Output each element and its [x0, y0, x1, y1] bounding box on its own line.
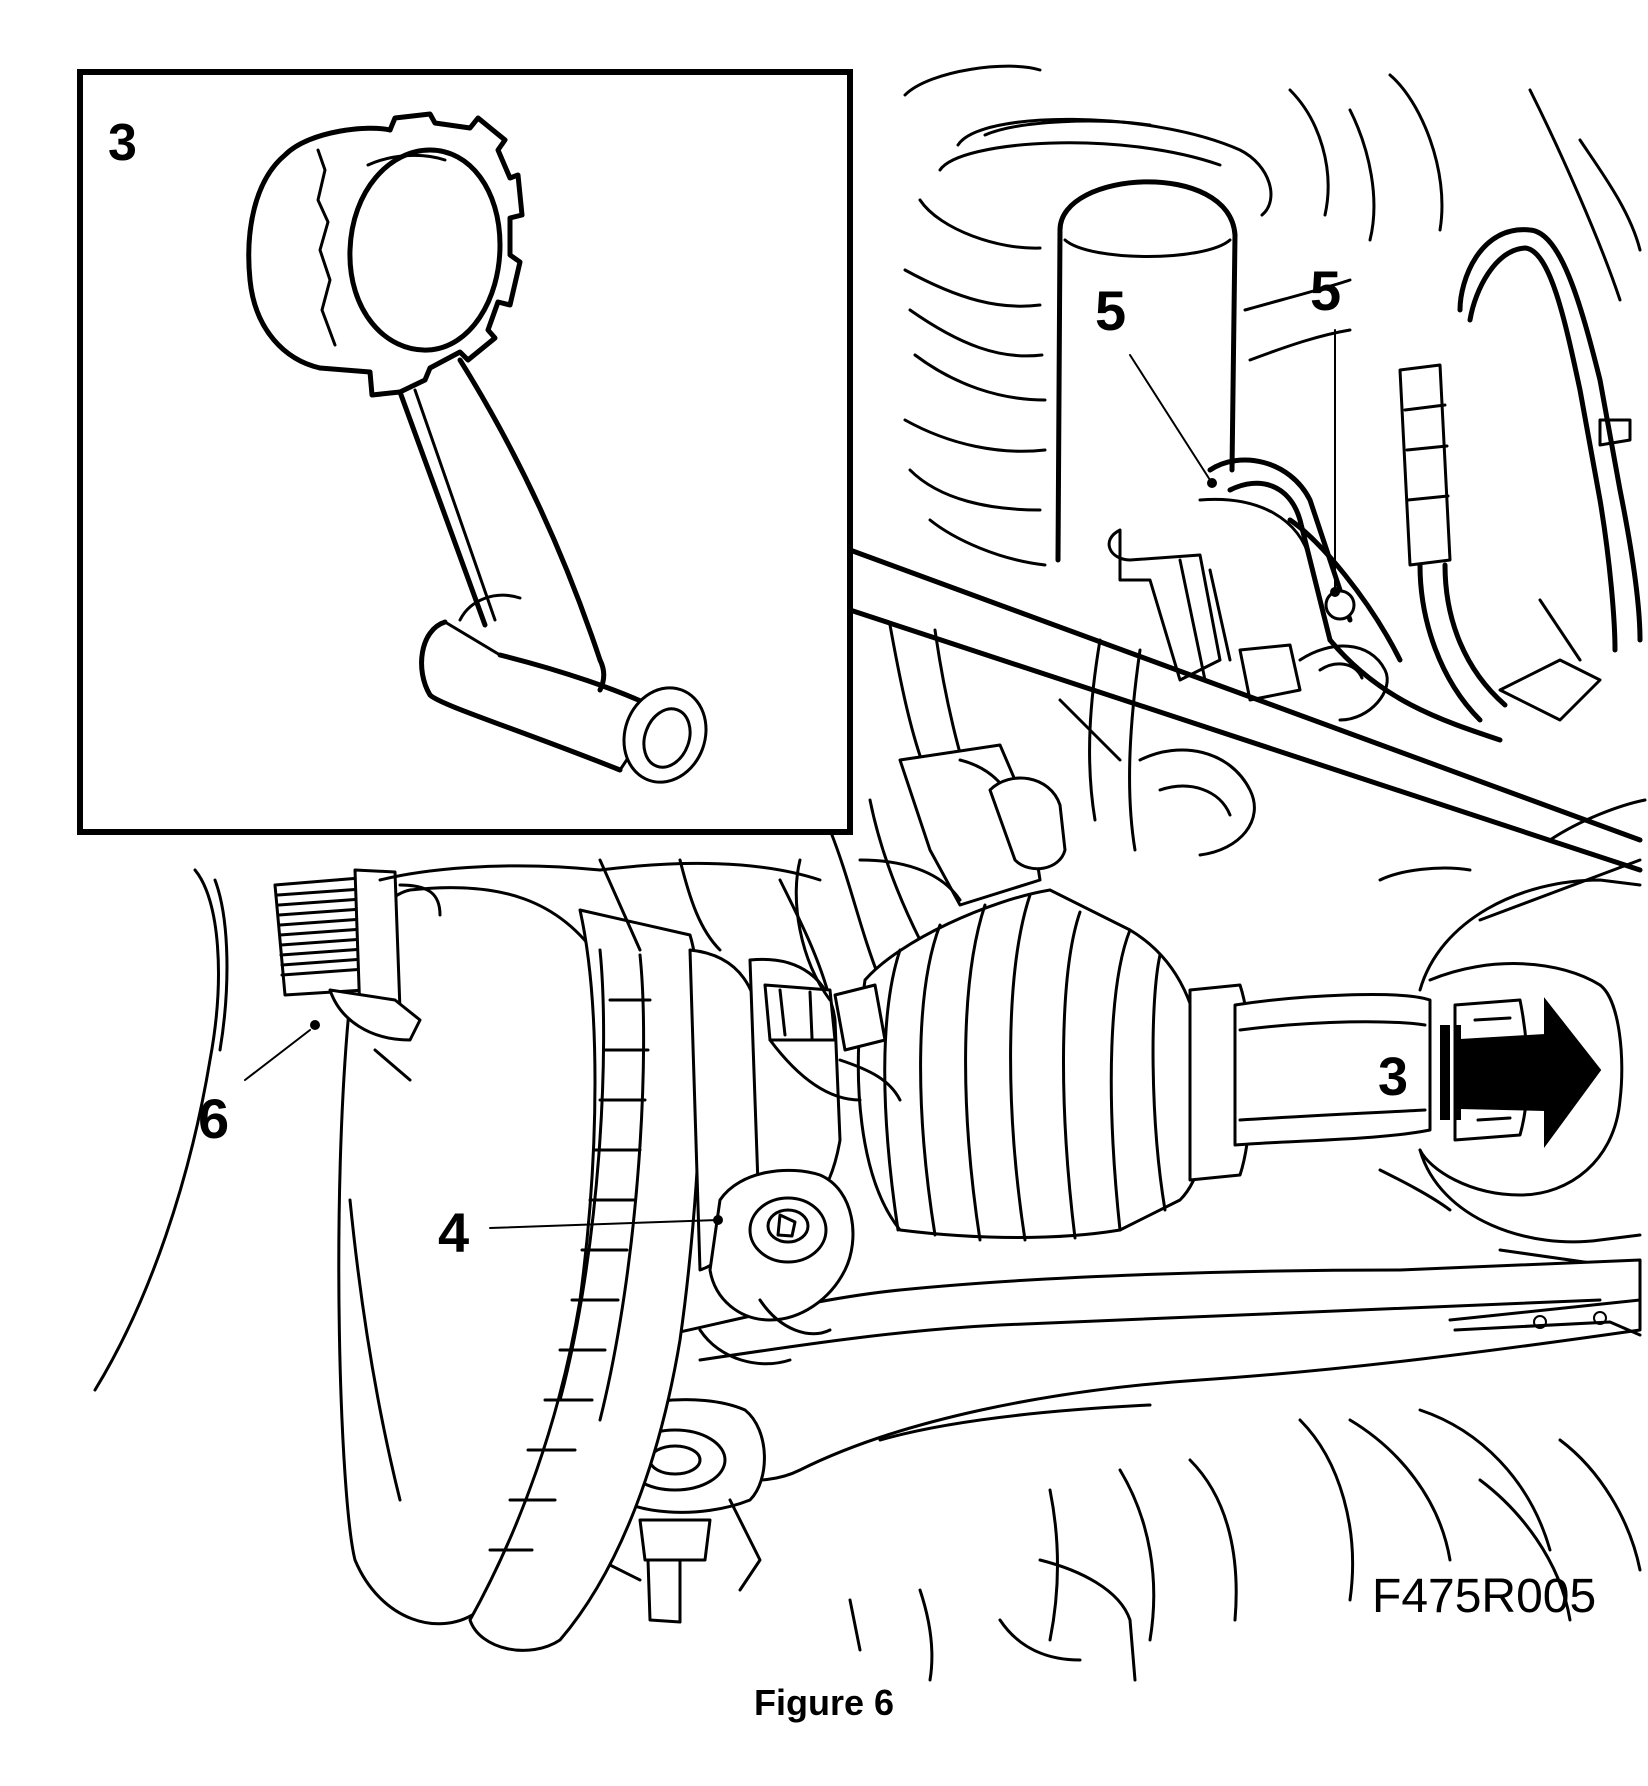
balljoint-wrench-overlay: 3 — [1378, 997, 1602, 1149]
inset-panel: 3 — [77, 69, 853, 835]
callout-leaders — [244, 329, 1340, 1229]
inset-tool-callout: 3 — [108, 114, 137, 172]
spring-coils — [903, 198, 1352, 567]
knuckle-outline — [93, 858, 962, 1392]
inset-connector-lines — [847, 547, 1643, 873]
suspension-assembly — [93, 64, 1647, 1682]
strut-bracket — [1107, 497, 1389, 722]
strut-bolt-head — [1324, 589, 1356, 621]
cv-boot — [856, 888, 1253, 1242]
bolt-right-callout: 5 — [1310, 259, 1341, 322]
inset-frame — [77, 69, 853, 835]
pull-direction-arrow — [1459, 997, 1602, 1149]
shaft-threaded-end — [273, 868, 442, 1042]
steering-knuckle — [778, 623, 1256, 1002]
balljoint-tool-drawing — [246, 111, 708, 784]
brake-lines — [1207, 227, 1643, 743]
strut-tube — [903, 64, 1642, 563]
brake-disc — [337, 886, 703, 1652]
wrench-callout: 3 — [1378, 1047, 1408, 1107]
hub-nut-callout: 6 — [198, 1087, 229, 1150]
pinch-bolt-assembly — [698, 1168, 855, 1366]
drive-shaft — [1233, 993, 1432, 1147]
bolt-left-callout: 5 — [1095, 279, 1126, 342]
figure-code: F475R005 — [1372, 1570, 1596, 1623]
subframe-lines — [848, 1438, 1642, 1682]
figure-caption: Figure 6 — [753, 1682, 895, 1723]
pinch-bolt-callout: 4 — [438, 1201, 469, 1264]
